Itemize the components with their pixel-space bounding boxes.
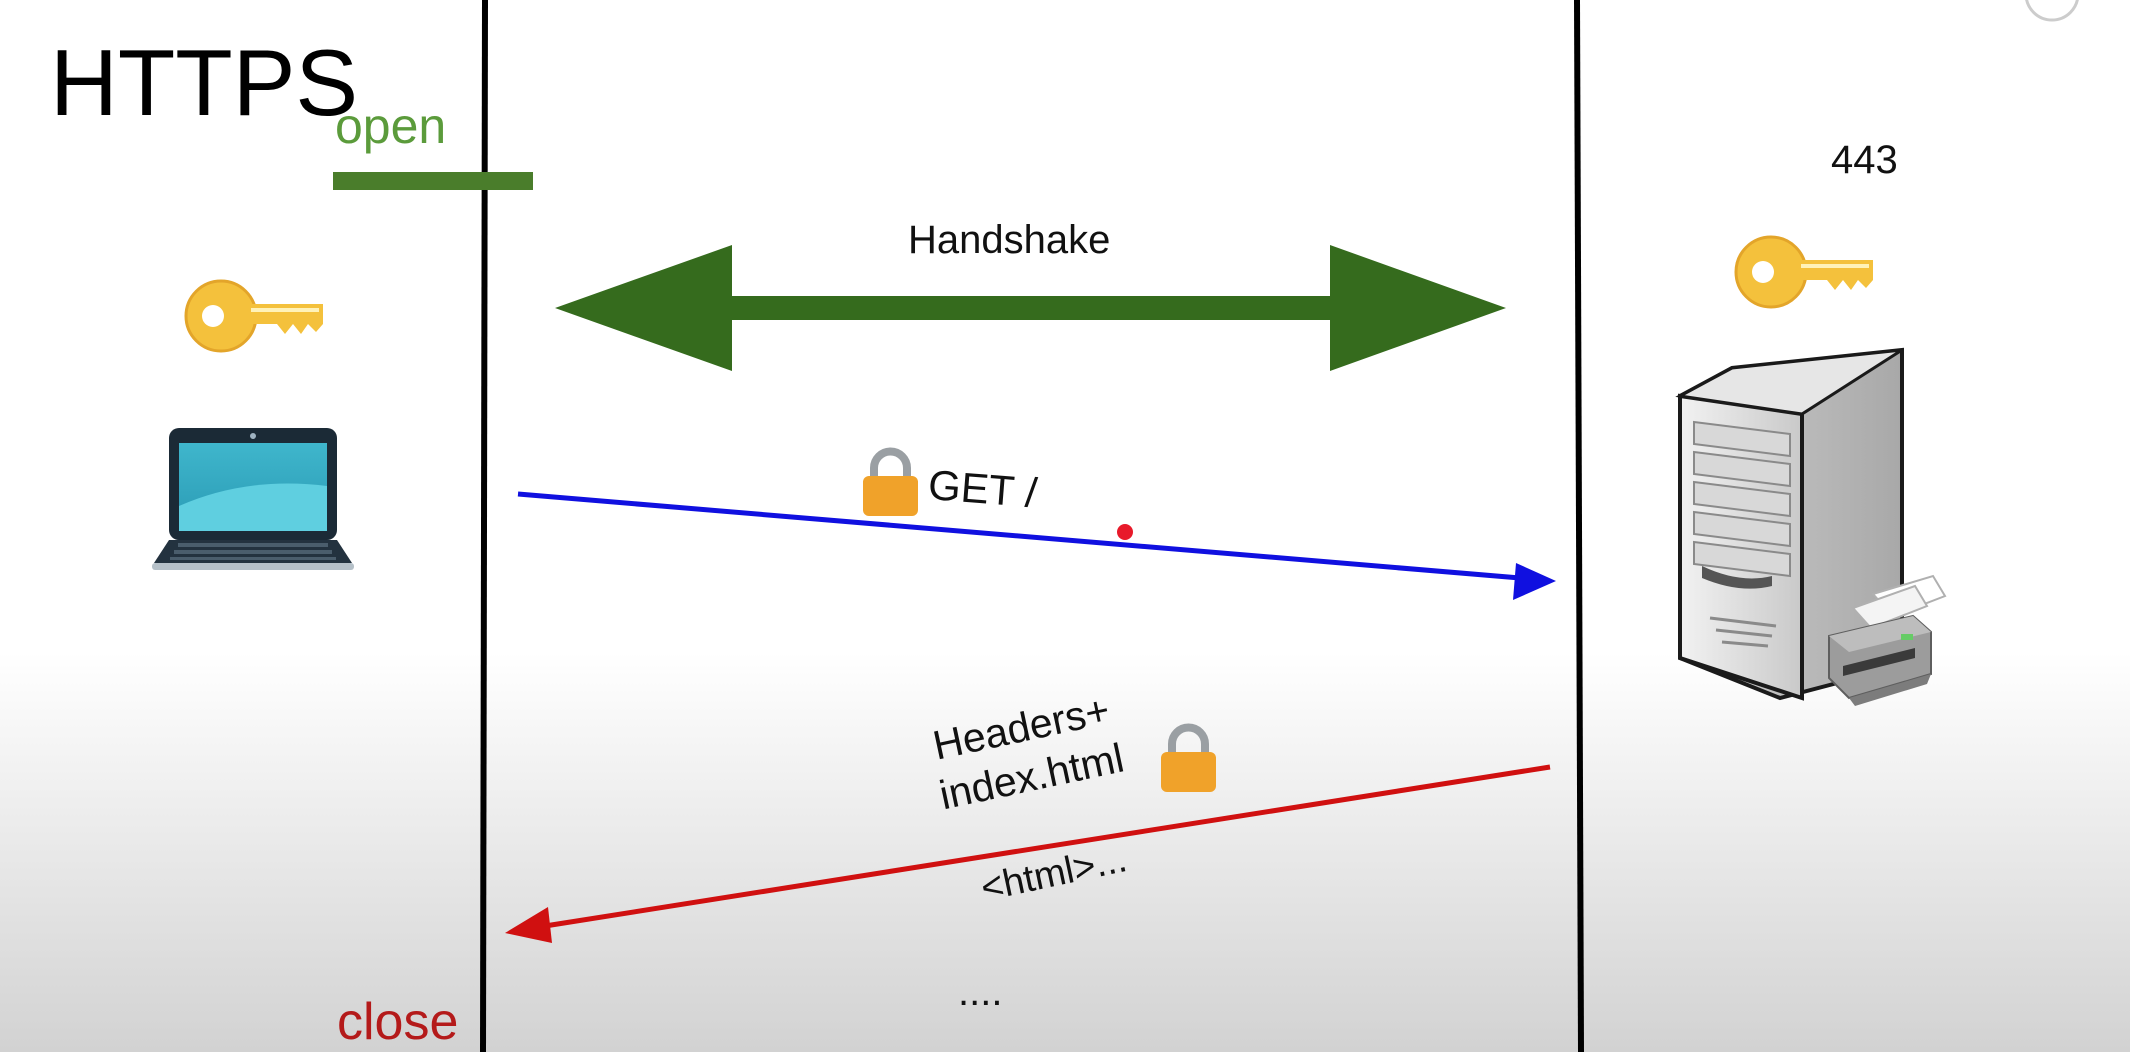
key-icon <box>184 279 323 353</box>
continuation-label: .... <box>958 970 1003 1014</box>
response-arrow-line <box>544 764 1551 929</box>
pointer-dot <box>1117 524 1133 540</box>
client-boundary-line <box>480 0 488 1052</box>
corner-circle <box>2025 0 2079 22</box>
lock-icon <box>863 447 918 516</box>
laptop-icon <box>152 428 354 570</box>
handshake-label: Handshake <box>908 218 1111 262</box>
request-arrow-line <box>517 491 1521 581</box>
request-label: GET / <box>926 461 1039 517</box>
open-bar <box>333 172 533 190</box>
lock-icon <box>1161 723 1216 792</box>
key-icon <box>1734 235 1873 309</box>
handshake-arrow <box>555 245 1506 371</box>
page-title: HTTPS <box>50 30 359 135</box>
request-arrow-head <box>1513 563 1556 600</box>
open-label: open <box>335 98 447 154</box>
server-tower-icon <box>1675 347 1904 701</box>
server-boundary-line <box>1574 0 1584 1052</box>
printer-icon <box>1828 574 1947 706</box>
close-label: close <box>337 993 459 1051</box>
response-arrow-head <box>505 907 552 943</box>
port-label: 443 <box>1831 138 1898 182</box>
